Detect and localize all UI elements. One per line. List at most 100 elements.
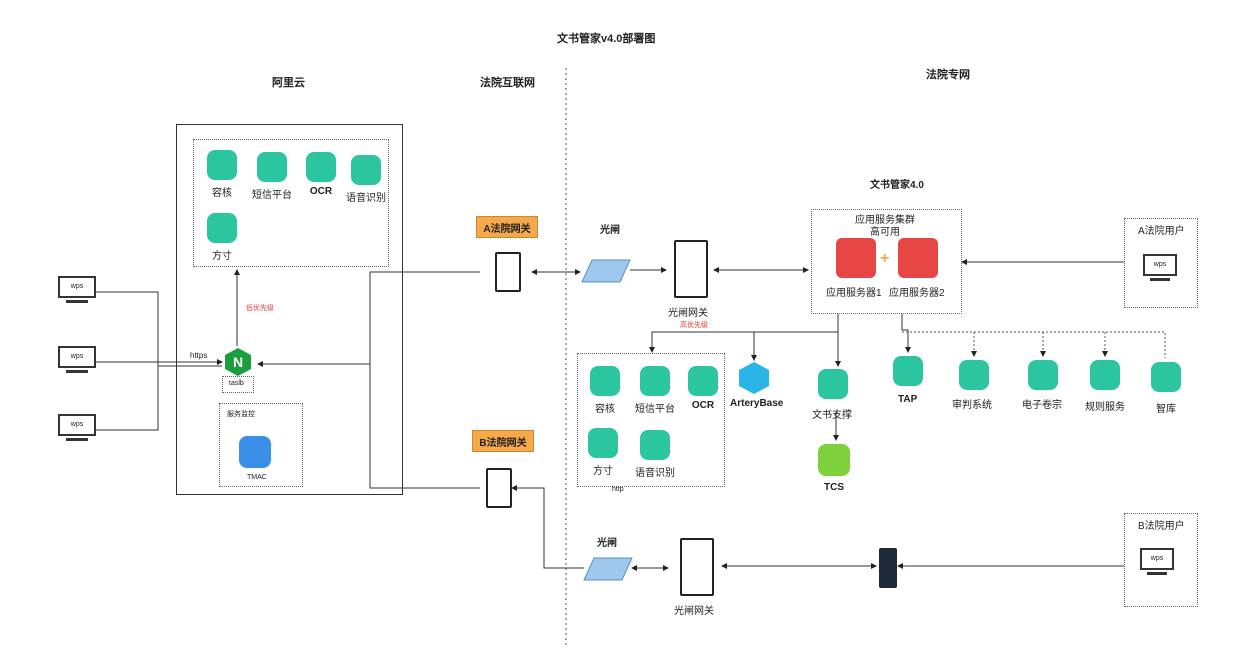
gwB-to-nginx — [369, 364, 480, 489]
app-server-icon — [836, 238, 876, 278]
private-service-group — [577, 353, 725, 487]
wps1-link — [96, 291, 222, 367]
taslb-label: taslb — [229, 380, 244, 387]
svc-label: OCR — [691, 400, 715, 411]
monitor-stand — [66, 300, 88, 303]
optical-label-2: 光闸 — [597, 538, 617, 549]
cloud-service-icon — [207, 213, 237, 243]
cloud-service-icon — [688, 366, 718, 396]
trial-system-icon — [959, 360, 989, 390]
high-priority-label: 高优先级 — [680, 322, 708, 329]
a-user-wps: wps — [1143, 254, 1177, 281]
low-priority-label: 低优先级 — [246, 305, 274, 312]
private-svc-1: 容核 — [588, 366, 622, 415]
optical-switch-icon — [581, 259, 631, 283]
b-court-user-label: B法院用户 — [1138, 521, 1185, 532]
svc-label: OCR — [309, 186, 333, 197]
tcs-label: TCS — [824, 482, 844, 493]
cloud-service-icon — [640, 430, 670, 460]
wps-monitor: wps — [58, 346, 96, 368]
svc-label: 容核 — [595, 404, 615, 415]
a-court-gateway: A法院网关 — [476, 216, 538, 238]
svg-text:N: N — [233, 354, 243, 370]
arterybase-label: ArteryBase — [730, 398, 784, 409]
optical-gateway-server-icon — [674, 240, 708, 298]
cloud-service-icon — [207, 150, 237, 180]
cloud-service-icon — [257, 152, 287, 182]
optical-label-1: 光闸 — [600, 225, 620, 236]
rules-service-label: 规则服务 — [1085, 402, 1125, 413]
zhiku-label: 智库 — [1156, 404, 1176, 415]
zone-private-label: 法院专网 — [926, 69, 970, 81]
ha-label: 高可用 — [870, 227, 900, 238]
wenshu-support-label: 文书支撑 — [812, 410, 852, 421]
a-court-user-label: A法院用户 — [1138, 226, 1185, 237]
aliyun-svc-4: 语音识别 — [343, 155, 389, 204]
tcs-icon — [818, 444, 850, 476]
aliyun-svc-1: 容核 — [204, 150, 240, 199]
nginx-icon: N — [225, 348, 251, 376]
monitor-stand — [66, 370, 88, 373]
wps-client-2: wps — [58, 346, 96, 373]
app-cluster-box — [811, 209, 962, 314]
tmac-icon — [239, 436, 271, 468]
b-gateway-server-icon — [486, 468, 512, 508]
svc-label: 容核 — [212, 188, 232, 199]
private-svc-5: 语音识别 — [630, 430, 680, 479]
server1-label: 应用服务器1 — [826, 288, 882, 299]
svc-label: 短信平台 — [252, 190, 292, 201]
aliyun-svc-5: 方寸 — [204, 213, 240, 262]
gwA-to-nginx — [257, 271, 480, 367]
cloud-service-icon — [588, 428, 618, 458]
cloud-service-icon — [590, 366, 620, 396]
cloud-service-icon — [640, 366, 670, 396]
monitor-stand — [66, 438, 88, 441]
aliyun-service-group — [193, 139, 389, 267]
https-label: https — [190, 351, 208, 360]
svc-label: 方寸 — [212, 251, 232, 262]
monitor-label: 服务监控 — [227, 411, 255, 418]
b-court-gateway: B法院网关 — [472, 430, 534, 452]
e-file-label: 电子卷宗 — [1022, 400, 1062, 411]
wps-monitor: wps — [58, 276, 96, 298]
http-label: http — [612, 486, 624, 493]
cloud-service-icon — [306, 152, 336, 182]
private-svc-3: OCR — [686, 366, 720, 411]
trial-system-label: 审判系统 — [952, 400, 992, 411]
plus-icon: + — [880, 250, 890, 267]
server2-label: 应用服务器2 — [889, 288, 945, 299]
svc-label: 短信平台 — [635, 404, 675, 415]
tmac-label: TMAC — [247, 474, 267, 481]
monitor-box — [219, 403, 303, 487]
e-file-icon — [1028, 360, 1058, 390]
taslb-box — [222, 376, 254, 393]
cluster-tap — [901, 314, 911, 353]
wenshu-support-icon — [818, 369, 848, 399]
svc-label: 语音识别 — [635, 468, 675, 479]
a-gateway-server-icon — [495, 252, 521, 292]
diagram-title: 文书管家v4.0部署图 — [557, 33, 656, 45]
cluster-label: 应用服务集群 — [855, 215, 915, 226]
monitor-stand — [1147, 572, 1167, 575]
gwB-optical2 — [511, 485, 584, 569]
tap-icon — [893, 356, 923, 386]
zone-aliyun-label: 阿里云 — [272, 77, 305, 89]
a-court-user-box — [1124, 218, 1198, 308]
aliyun-svc-3: OCR — [303, 152, 339, 197]
b-court-user-box — [1124, 513, 1198, 607]
optical-gateway-label-2: 光闸网关 — [674, 606, 714, 617]
optical-gateway-server-icon — [680, 538, 714, 596]
wenshu-title: 文书管家4.0 — [870, 180, 924, 191]
aliyun-box — [176, 124, 403, 495]
svc-label: 语音识别 — [346, 193, 386, 204]
wps-monitor: wps — [1143, 254, 1177, 276]
wps-client-1: wps — [58, 276, 96, 303]
zhiku-icon — [1151, 362, 1181, 392]
b-user-wps: wps — [1140, 548, 1174, 575]
monitor-stand — [1150, 278, 1170, 281]
optical-gateway-label-1: 光闸网关 — [668, 308, 708, 319]
rack-server-icon — [879, 548, 897, 588]
rules-service-icon — [1090, 360, 1120, 390]
